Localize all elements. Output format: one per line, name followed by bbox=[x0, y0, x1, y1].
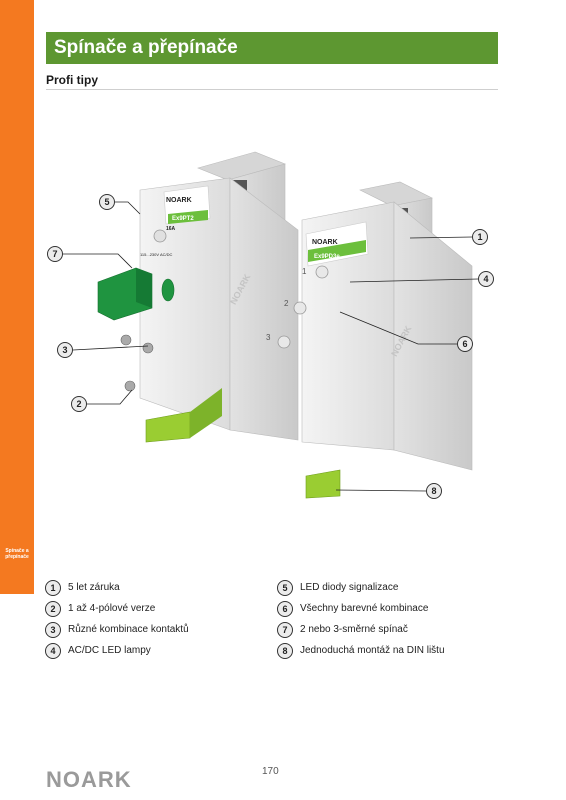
position-label-3: 3 bbox=[266, 333, 271, 342]
legend-num-1: 1 bbox=[45, 580, 61, 596]
left-rating-label: 16A bbox=[166, 226, 176, 232]
right-model-label: Ex9PD3e bbox=[314, 254, 340, 260]
header-bar: Spínače a přepínače bbox=[46, 32, 498, 64]
legend-num-8: 8 bbox=[277, 643, 293, 659]
callout-8: 8 bbox=[426, 483, 442, 499]
side-tab-label-line1: Spínače a bbox=[5, 548, 29, 554]
subtitle-divider bbox=[46, 89, 498, 90]
callout-5: 5 bbox=[99, 194, 115, 210]
callout-1: 1 bbox=[472, 229, 488, 245]
legend-text-6: Všechny barevné kombinace bbox=[300, 603, 429, 614]
legend-num-3: 3 bbox=[45, 622, 61, 638]
left-brand-label: NOARK bbox=[166, 197, 192, 204]
right-brand-label: NOARK bbox=[312, 239, 338, 246]
legend-text-1: 5 let záruka bbox=[68, 582, 120, 593]
legend-text-4: AC/DC LED lampy bbox=[68, 645, 151, 656]
legend-num-2: 2 bbox=[45, 601, 61, 617]
side-tab-label: Spínače a přepínače bbox=[2, 548, 32, 560]
section-subtitle: Profi tipy bbox=[46, 73, 99, 87]
legend-text-5: LED diody signalizace bbox=[300, 582, 399, 593]
callout-7: 7 bbox=[47, 246, 63, 262]
callout-3: 3 bbox=[57, 342, 73, 358]
page-number: 170 bbox=[262, 766, 279, 777]
callout-2: 2 bbox=[71, 396, 87, 412]
left-switch-device bbox=[97, 151, 299, 443]
legend-num-5: 5 bbox=[277, 580, 293, 596]
callout-6: 6 bbox=[457, 336, 473, 352]
side-tab bbox=[0, 0, 34, 594]
footer-logo: NOARK bbox=[46, 767, 132, 792]
legend-text-3: Různé kombinace kontaktů bbox=[68, 624, 189, 635]
left-voltage-label: 115...230V AC/DC bbox=[140, 252, 173, 257]
left-model-label: Ex9PT2 bbox=[172, 216, 194, 222]
legend-text-2: 1 až 4-pólové verze bbox=[68, 603, 156, 614]
legend-num-7: 7 bbox=[277, 622, 293, 638]
right-switch-device bbox=[277, 181, 473, 499]
legend-num-4: 4 bbox=[45, 643, 61, 659]
feature-legend: 1 5 let záruka 2 1 až 4-pólové verze 3 R… bbox=[0, 580, 566, 680]
position-label-2: 2 bbox=[284, 299, 289, 308]
page-title: Spínače a přepínače bbox=[54, 37, 238, 58]
legend-num-6: 6 bbox=[277, 601, 293, 617]
position-label-1: 1 bbox=[302, 267, 307, 276]
legend-text-7: 2 nebo 3-směrné spínač bbox=[300, 624, 408, 635]
legend-text-8: Jednoduchá montáž na DIN lištu bbox=[300, 645, 445, 656]
callout-leader-lines bbox=[63, 201, 479, 492]
product-photo: NOARK Ex9PT2 16A 115...230V AC/DC NOARK … bbox=[63, 151, 479, 499]
callout-4: 4 bbox=[478, 271, 494, 287]
side-tab-label-line2: přepínače bbox=[5, 554, 29, 560]
